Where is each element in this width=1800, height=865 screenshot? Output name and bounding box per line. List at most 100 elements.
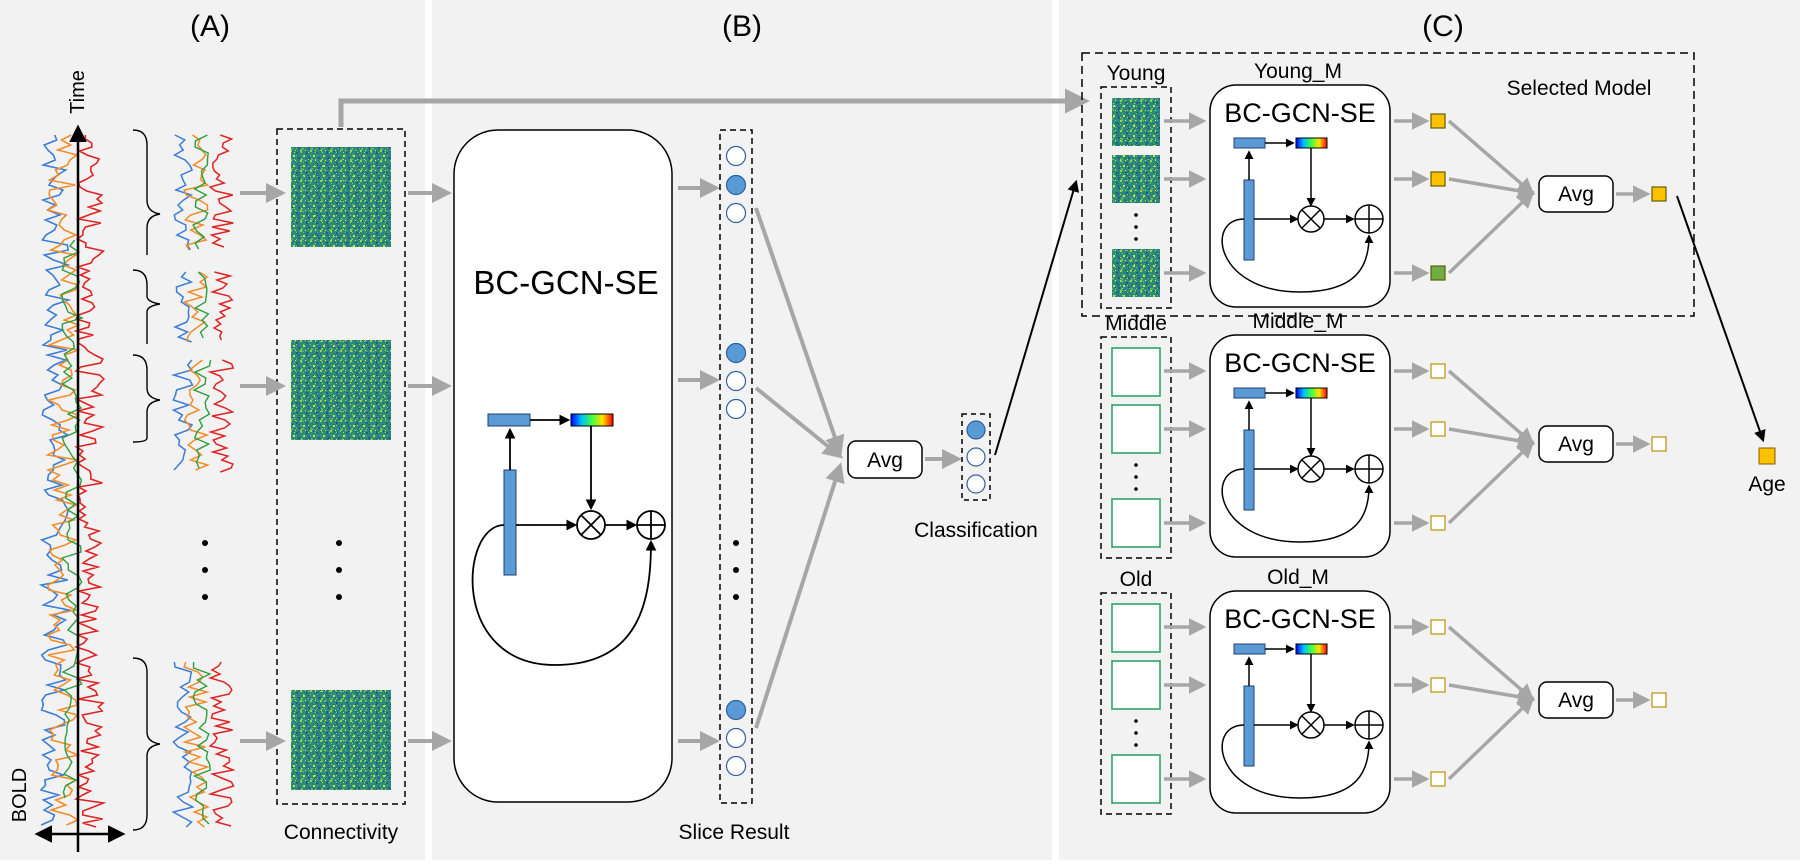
group-avg-label: Avg	[1558, 183, 1594, 206]
residual-connection	[1221, 724, 1374, 799]
se-block-large	[471, 413, 666, 666]
bc-gcn-se-model	[453, 129, 673, 803]
slice-output-square	[1430, 677, 1446, 693]
connectivity-group	[276, 128, 406, 805]
slice-output-square	[1430, 265, 1446, 281]
slice-circle	[725, 755, 747, 777]
slice-circle	[725, 727, 747, 749]
signal-trace	[60, 239, 85, 799]
signal-trace	[73, 134, 107, 828]
selected-model-box	[1081, 52, 1695, 317]
avg-label: Avg	[867, 449, 903, 472]
group-avg-label: Avg	[1558, 689, 1594, 712]
window-brace-3	[132, 354, 161, 443]
connectivity-label: Connectivity	[284, 821, 399, 844]
slice-circle	[725, 145, 747, 167]
group-input-column	[1100, 336, 1172, 559]
window-brace-n	[132, 657, 161, 831]
class-young-circle	[966, 420, 986, 440]
signal-trace	[172, 134, 194, 251]
signal-trace	[183, 134, 210, 251]
arrow-to-age	[1676, 195, 1766, 443]
slice-circle	[725, 370, 747, 392]
signal-trace	[173, 271, 194, 343]
group-input-matrix	[1111, 603, 1161, 653]
signal-trace	[38, 134, 72, 826]
excitation-bar	[570, 413, 614, 427]
slice-output-square	[1430, 771, 1446, 787]
group-input-matrix	[1111, 754, 1161, 804]
group-model-title: Young_M	[1254, 60, 1342, 83]
slice-output-square	[1430, 619, 1446, 635]
signal-trace	[181, 661, 211, 828]
slice-result-circles	[725, 145, 747, 777]
slice-output-square	[1430, 421, 1446, 437]
panel-b-title: (B)	[722, 10, 762, 43]
slice-circle	[725, 398, 747, 420]
window-brace-2	[132, 269, 161, 344]
se-block-small	[1221, 387, 1384, 543]
slice-output-square	[1430, 171, 1446, 187]
group-avg-box	[1538, 425, 1614, 463]
age-label: Age	[1748, 473, 1785, 496]
class-old-circle	[966, 474, 986, 494]
panel-a-title: (A)	[190, 10, 230, 43]
signal-trace	[192, 134, 209, 250]
residual-connection	[1221, 218, 1374, 293]
arrows-to-avg	[754, 207, 845, 729]
selected-model-label: Selected Model	[1507, 77, 1652, 100]
class-middle-circle	[966, 447, 986, 467]
se-block-small	[1221, 643, 1384, 799]
group-model-label: BC-GCN-SE	[1224, 348, 1376, 378]
age-output	[1758, 447, 1776, 465]
arrows-to-slice-result	[678, 178, 720, 751]
slice-output-square	[1430, 515, 1446, 531]
residual-connection	[1221, 468, 1374, 543]
arrow-to-young-input	[338, 88, 1090, 127]
se-block-small	[1221, 137, 1384, 293]
classification-group	[961, 413, 991, 501]
avg-box	[847, 440, 923, 479]
group-model-title: Middle_M	[1252, 310, 1343, 333]
arrows-to-matrices	[240, 183, 286, 751]
slice-circle	[725, 699, 747, 721]
model-label: BC-GCN-SE	[473, 264, 658, 301]
panel-c-title: (C)	[1422, 10, 1464, 43]
signal-trace	[193, 271, 210, 339]
arrow-to-selected-model	[994, 179, 1080, 456]
group-input-matrix	[1111, 498, 1161, 548]
signal-trace	[209, 271, 234, 341]
slice-result-label: Slice Result	[679, 821, 790, 844]
signal-trace	[171, 359, 194, 471]
sliced-signal-windows	[171, 134, 236, 828]
group-input-label: Old	[1120, 568, 1153, 591]
window-brace-1	[132, 129, 161, 255]
group-avg-box	[1538, 681, 1614, 719]
signal-trace	[192, 661, 212, 825]
age-group-middle: Middle Middle_M BC-GCN-SE Avg	[1100, 310, 1667, 559]
signal-trace	[192, 359, 212, 469]
group-avg-label: Avg	[1558, 433, 1594, 456]
group-input-matrix	[1111, 404, 1161, 454]
group-output-square	[1651, 186, 1667, 202]
group-output-square	[1651, 436, 1667, 452]
squeeze-bar	[487, 413, 531, 427]
slice-output-square	[1430, 363, 1446, 379]
slice-circle	[725, 174, 747, 196]
group-input-label: Young	[1107, 62, 1166, 85]
classification-label: Classification	[914, 519, 1038, 542]
residual-connection	[471, 524, 657, 666]
signal-trace	[182, 271, 209, 343]
slice-output-square	[1430, 113, 1446, 129]
signal-trace	[208, 134, 234, 248]
slice-result-group	[719, 129, 753, 804]
arrows-to-model	[408, 183, 452, 751]
bold-axis-label: BOLD	[9, 768, 31, 822]
group-input-label: Middle	[1105, 312, 1167, 335]
ellipsis-signals	[202, 540, 208, 600]
group-output-square	[1651, 692, 1667, 708]
signal-trace	[207, 359, 235, 473]
